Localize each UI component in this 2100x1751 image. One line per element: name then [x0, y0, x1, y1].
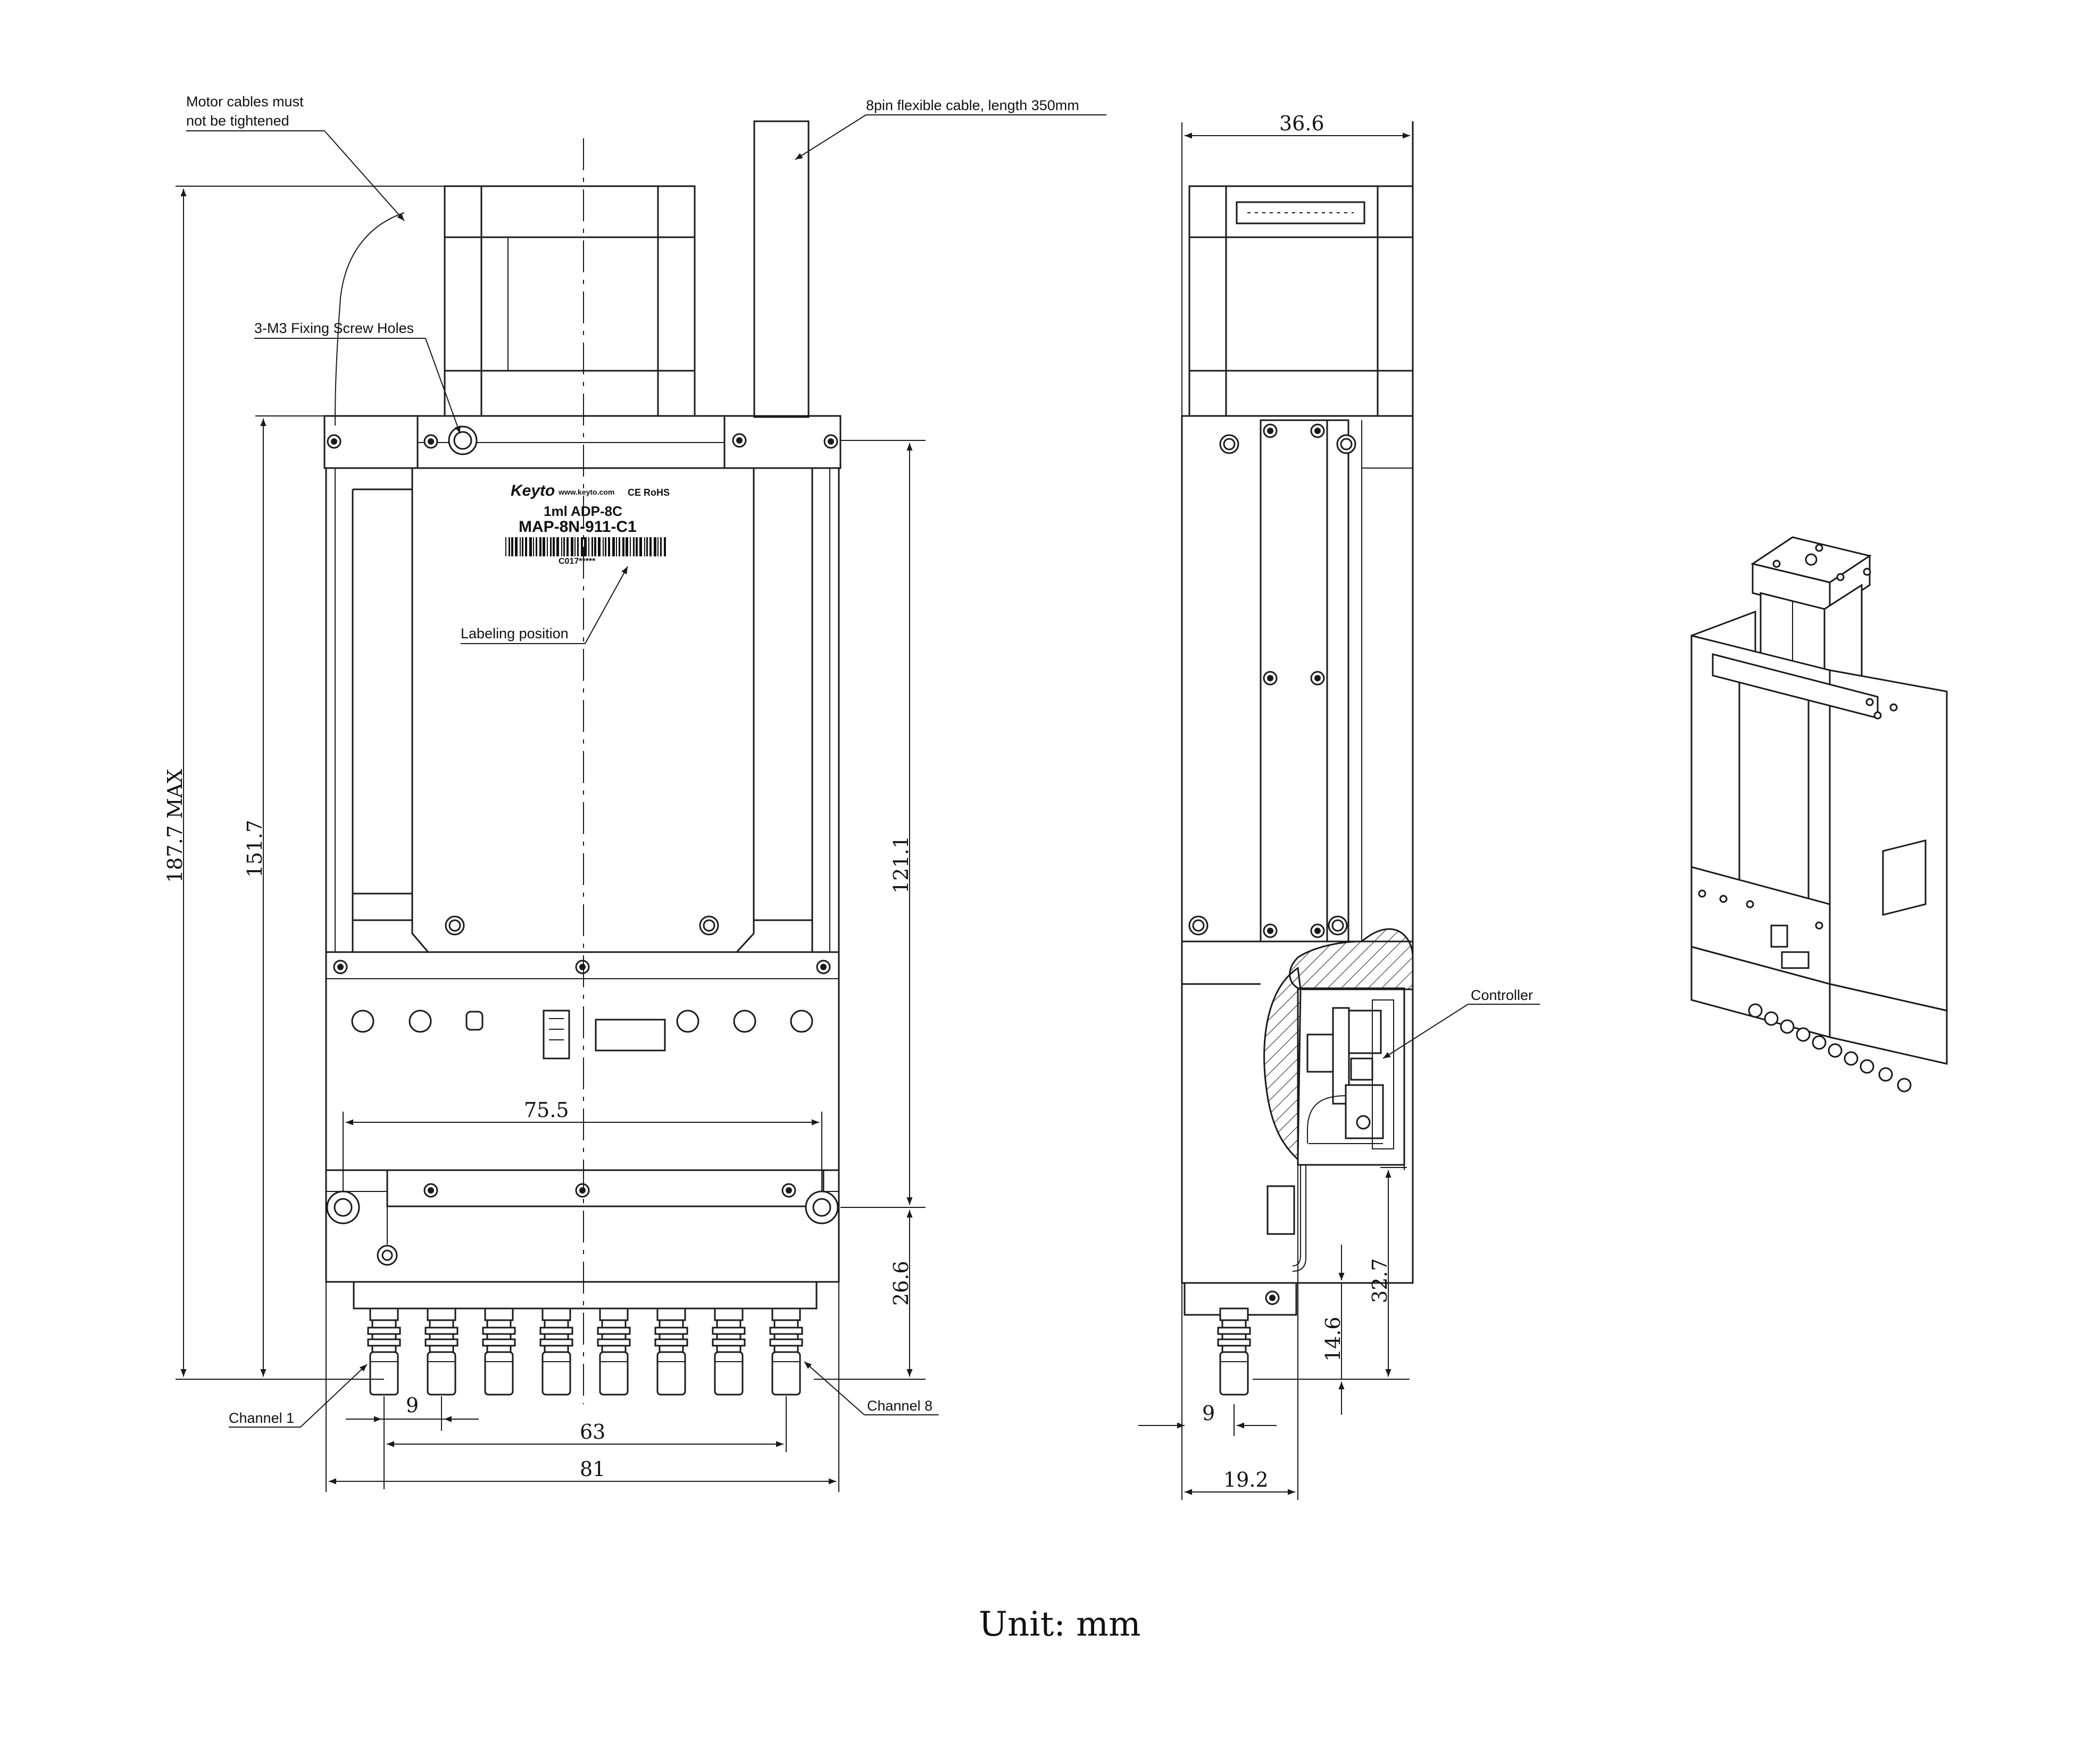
barcode-bar: [622, 537, 624, 556]
barcode-bar: [644, 537, 645, 556]
dim-total-height: 187.7 MAX: [163, 769, 187, 883]
barcode-bar: [633, 537, 635, 556]
flex-cable: [753, 120, 810, 418]
barcode-bar: [608, 537, 610, 556]
barcode-bar: [639, 537, 642, 556]
side-dimensions: 36.6 9 19.2 32.7 14.6 Controller: [1138, 112, 1540, 1500]
barcode-bar: [591, 537, 593, 556]
side-view: [1181, 121, 1414, 1396]
lower-housing: [325, 951, 840, 1171]
body-frame: [325, 468, 840, 952]
note-screw-holes: 3-M3 Fixing Screw Holes: [254, 320, 414, 336]
barcode-bar: [520, 537, 521, 556]
dim-hole-spacing: 75.5: [524, 1098, 569, 1122]
barcode-bar: [533, 537, 534, 556]
note-motor-cables: Motor cables must: [186, 94, 304, 110]
barcode-bar: [626, 537, 628, 556]
front-view: Keyto www.keyto.com CE RoHS 1ml ADP-8C M…: [323, 120, 841, 1404]
barcode: [505, 537, 666, 556]
label-marks: CE RoHS: [628, 487, 670, 498]
label-part-number: MAP-8N-911-C1: [519, 518, 637, 536]
barcode-bar: [539, 537, 541, 556]
barcode-bar: [636, 537, 638, 556]
barcode-bar: [511, 537, 513, 556]
motor-cable: [335, 212, 405, 426]
barcode-bar: [553, 537, 555, 556]
dim-body-height: 151.7: [243, 820, 266, 878]
barcode-bar: [616, 537, 617, 556]
product-label: Keyto www.keyto.com CE RoHS 1ml ADP-8C M…: [505, 482, 670, 566]
controller-chip: [595, 1019, 666, 1052]
front-annotations: Motor cables must not be tightened 8pin …: [186, 94, 1106, 1428]
note-channel-8: Channel 8: [867, 1398, 932, 1414]
barcode-bar: [525, 537, 527, 556]
controller-box: [1297, 987, 1405, 1166]
barcode-bar: [603, 537, 604, 556]
dim-side-tip-width: 19.2: [1223, 1468, 1269, 1491]
barcode-bar: [556, 537, 559, 556]
iso-nozzles: [1748, 1003, 1912, 1093]
label-website: www.keyto.com: [558, 488, 614, 496]
note-motor-cables-2: not be tightened: [186, 113, 289, 129]
isometric-view: [1690, 536, 1948, 1093]
barcode-bar: [660, 537, 662, 556]
dim-side-height-1: 32.7: [1368, 1258, 1391, 1303]
barcode-bar: [509, 537, 510, 556]
stepper-motor: [444, 185, 696, 417]
barcode-bar: [584, 537, 587, 556]
top-plate: [323, 415, 841, 469]
dim-side-depth: 36.6: [1279, 112, 1324, 135]
label-serial: C017*****: [559, 557, 596, 566]
dim-channel-span: 63: [580, 1420, 605, 1444]
barcode-bar: [612, 537, 615, 556]
barcode-bar: [574, 537, 576, 556]
barcode-bar: [566, 537, 569, 556]
dim-channel-pitch: 9: [406, 1394, 419, 1417]
barcode-bar: [550, 537, 552, 556]
note-flex-cable: 8pin flexible cable, length 350mm: [866, 97, 1079, 113]
barcode-bar: [536, 537, 537, 556]
barcode-bar: [630, 537, 631, 556]
unit-label: Unit: mm: [979, 1605, 1141, 1644]
barcode-bar: [664, 537, 666, 556]
barcode-bar: [619, 537, 620, 556]
connector: [543, 1010, 570, 1060]
bottom-plate: [325, 1169, 840, 1310]
barcode-bar: [598, 537, 601, 556]
barcode-bar: [571, 537, 573, 556]
label-brand: Keyto: [511, 482, 555, 499]
barcode-bar: [654, 537, 656, 556]
barcode-bar: [657, 537, 659, 556]
note-channel-1: Channel 1: [229, 1410, 294, 1426]
barcode-bar: [543, 537, 545, 556]
barcode-bar: [577, 537, 579, 556]
barcode-bar: [561, 537, 562, 556]
dim-mount-to-hole: 121.1: [889, 836, 913, 894]
note-labeling: Labeling position: [461, 626, 569, 641]
barcode-bar: [649, 537, 652, 556]
barcode-bar: [646, 537, 648, 556]
dim-side-tip-offset: 9: [1202, 1402, 1215, 1425]
barcode-bar: [505, 537, 506, 556]
dim-hole-to-bottom: 26.6: [889, 1261, 913, 1306]
barcode-bar: [588, 537, 589, 556]
dim-total-width: 81: [580, 1457, 605, 1481]
barcode-bar: [522, 537, 523, 556]
barcode-bar: [605, 537, 606, 556]
dim-side-height-2: 14.6: [1321, 1316, 1345, 1362]
note-controller: Controller: [1471, 987, 1533, 1003]
front-dimensions: 187.7 MAX 151.7 121.1 26.6 75.5 9 63: [163, 186, 926, 1492]
barcode-bar: [563, 537, 565, 556]
barcode-bar: [547, 537, 548, 556]
barcode-bar: [581, 537, 583, 556]
barcode-bar: [529, 537, 532, 556]
channel-nozzles: [367, 1307, 803, 1396]
barcode-bar: [515, 537, 518, 556]
barcode-bar: [594, 537, 596, 556]
